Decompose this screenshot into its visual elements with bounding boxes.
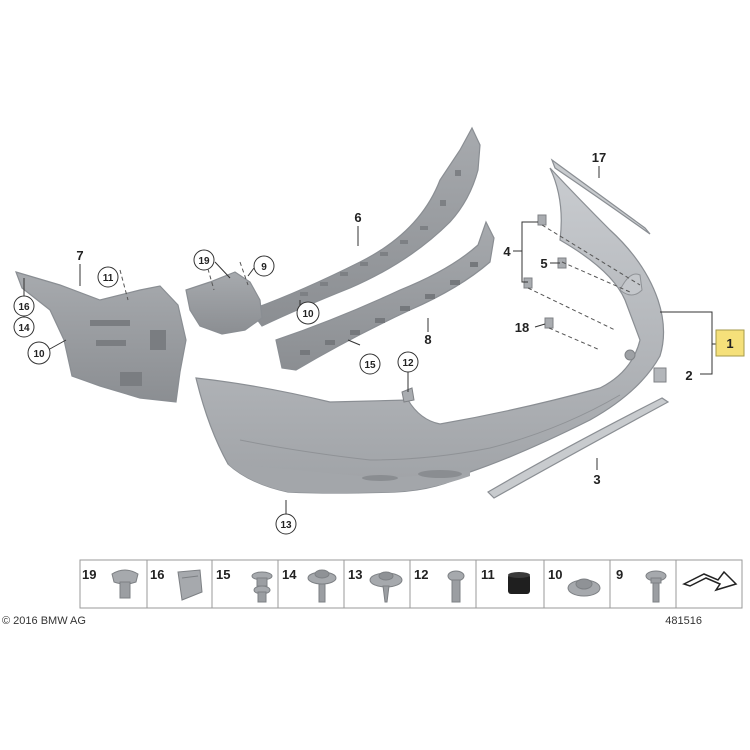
orientation-arrow-icon	[682, 570, 738, 592]
callout-18: 18	[515, 320, 529, 335]
svg-text:19: 19	[198, 256, 210, 267]
table-item-16: 16	[150, 567, 164, 582]
hex-screw-icon	[645, 570, 667, 603]
clip-18	[544, 317, 554, 329]
table-item-15: 15	[216, 567, 230, 582]
table-item-10: 10	[548, 567, 562, 582]
leader-lines	[23, 166, 716, 515]
callout-10-left: 10	[27, 341, 51, 365]
callout-7: 7	[76, 248, 83, 263]
callout-2: 2	[685, 368, 692, 383]
svg-text:1: 1	[726, 336, 733, 351]
table-item-19: 19	[82, 567, 96, 582]
callout-14: 14	[13, 316, 35, 338]
side-bracket-7	[15, 271, 187, 403]
flange-nut-icon	[567, 578, 601, 597]
bracket-middle	[185, 271, 263, 335]
callout-13: 13	[275, 513, 297, 535]
bolt-icon	[447, 570, 465, 603]
svg-text:16: 16	[18, 302, 30, 313]
trim-strip-17	[550, 158, 651, 235]
callout-5: 5	[540, 256, 547, 271]
callout-19: 19	[193, 249, 215, 271]
rubber-buffer-icon	[508, 572, 530, 594]
callout-3: 3	[593, 472, 600, 487]
part-2	[653, 367, 667, 383]
table-item-14: 14	[282, 567, 297, 582]
copyright: © 2016 BMW AG	[2, 615, 86, 627]
svg-text:11: 11	[103, 273, 114, 284]
callout-15: 15	[359, 353, 381, 375]
callout-4: 4	[503, 244, 511, 259]
diagram-number: 481516	[665, 615, 702, 627]
svg-text:12: 12	[402, 358, 414, 369]
svg-text:9: 9	[261, 262, 267, 273]
svg-text:10: 10	[302, 309, 314, 320]
bumper-cover	[195, 167, 665, 494]
callout-12: 12	[397, 351, 419, 373]
svg-text:13: 13	[280, 520, 292, 531]
svg-text:14: 14	[18, 323, 30, 334]
carrier-8	[275, 220, 495, 371]
screw-washer-icon	[369, 571, 403, 603]
assembly-lines	[119, 224, 641, 351]
svg-text:15: 15	[364, 360, 376, 371]
callout-6: 6	[354, 210, 361, 225]
clip-12	[401, 387, 415, 403]
callout-10-middle: 10	[296, 301, 320, 325]
callout-1: 1	[715, 329, 745, 357]
callout-8: 8	[424, 332, 431, 347]
table-item-12: 12	[414, 567, 428, 582]
callout-17: 17	[592, 150, 606, 165]
svg-text:10: 10	[33, 349, 45, 360]
carrier-6	[249, 126, 481, 327]
table-item-9: 9	[616, 567, 623, 582]
expanding-rivet-icon	[251, 571, 273, 603]
push-nut-icon	[111, 569, 139, 599]
callout-9: 9	[253, 255, 275, 277]
callout-11: 11	[97, 266, 119, 288]
clip-nut-icon	[177, 569, 203, 601]
parts-table: 19 16 15 14 13	[79, 559, 743, 609]
callout-16: 16	[13, 295, 35, 317]
table-item-13: 13	[348, 567, 362, 582]
table-item-11: 11	[481, 567, 495, 582]
trim-strip-3	[487, 397, 670, 499]
collar-screw-icon	[307, 569, 337, 603]
